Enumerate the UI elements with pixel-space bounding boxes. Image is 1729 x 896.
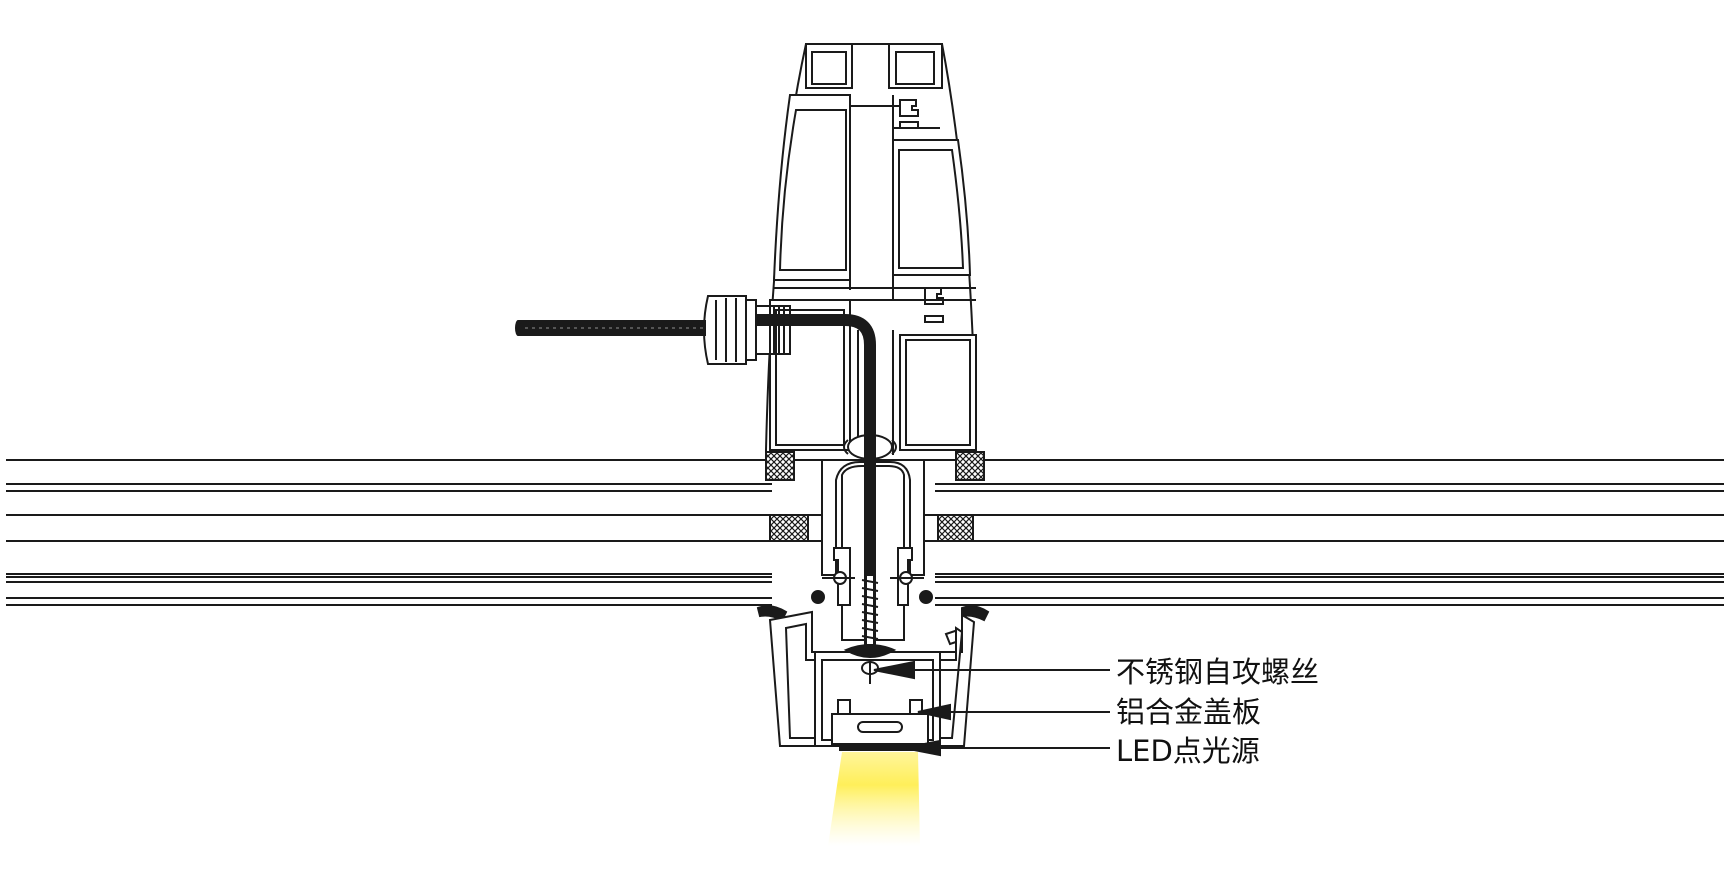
stainless-self-tapping-screw	[843, 574, 897, 684]
label-stainless-self-tapping-screw: 不锈钢自攻螺丝	[1116, 655, 1319, 689]
led-housing	[831, 699, 929, 751]
label-led-point-light: LED点光源	[1116, 734, 1260, 768]
leader-lines	[873, 660, 1110, 757]
power-cable	[515, 314, 897, 650]
aluminum-mullion-profile	[765, 43, 977, 641]
glass-panel-right	[935, 459, 1724, 606]
pressure-plate-clips	[811, 547, 933, 606]
foam-gaskets	[765, 451, 985, 542]
cable-gland	[703, 295, 791, 365]
glass-panel-left	[6, 459, 772, 606]
led-light-beam	[828, 752, 920, 846]
label-aluminum-cover-plate: 铝合金盖板	[1116, 695, 1261, 729]
